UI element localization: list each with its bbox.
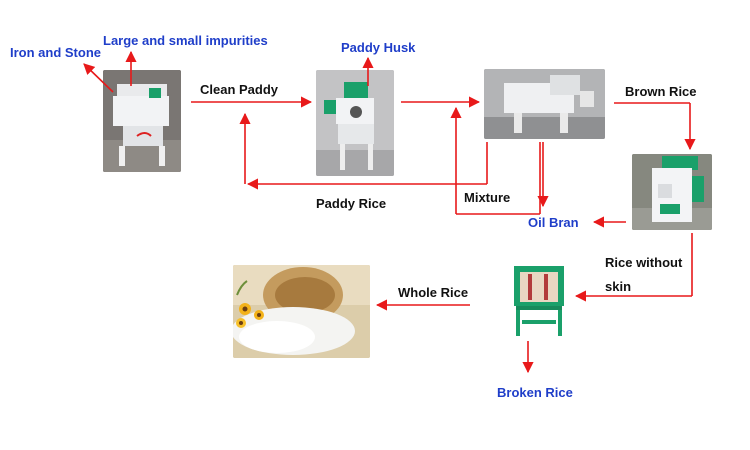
husker-machine-image bbox=[316, 70, 394, 176]
label-brown-rice: Brown Rice bbox=[625, 84, 697, 99]
grader-machine-image bbox=[508, 264, 570, 338]
separator-machine-image bbox=[484, 69, 605, 139]
label-oil-bran: Oil Bran bbox=[528, 215, 579, 230]
label-large-small-impurities: Large and small impurities bbox=[103, 33, 268, 48]
label-broken-rice: Broken Rice bbox=[497, 385, 573, 400]
whole-rice-photo bbox=[233, 265, 370, 358]
label-rice-without-skin-line2: skin bbox=[605, 279, 632, 294]
label-clean-paddy: Clean Paddy bbox=[200, 82, 279, 97]
destoner-cleaner-machine-image bbox=[103, 70, 181, 172]
label-iron-and-stone: Iron and Stone bbox=[10, 45, 101, 60]
label-mixture: Mixture bbox=[464, 190, 511, 205]
label-paddy-rice: Paddy Rice bbox=[316, 196, 387, 211]
arrow-iron-stone bbox=[83, 63, 114, 93]
label-rice-without-skin-line1: Rice without bbox=[605, 255, 683, 270]
label-whole-rice: Whole Rice bbox=[398, 285, 469, 300]
label-paddy-husk: Paddy Husk bbox=[341, 40, 416, 55]
whitener-machine-image bbox=[632, 154, 712, 230]
